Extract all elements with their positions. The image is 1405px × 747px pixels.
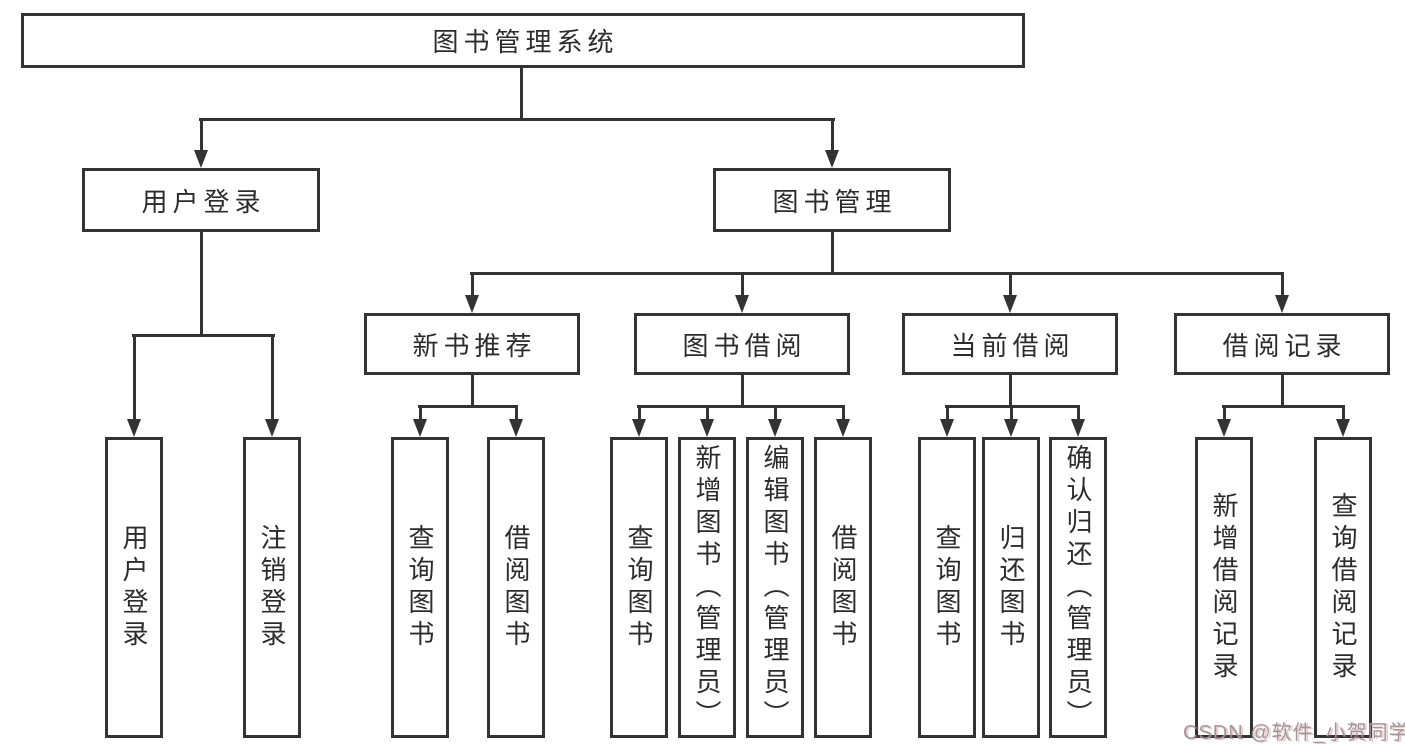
arrowhead-down-icon <box>1004 419 1018 437</box>
leaf-edit-book-admin: 编辑图书（管理员） <box>746 437 804 738</box>
connector-vertical-line <box>706 405 709 421</box>
arrowhead-down-icon <box>940 419 954 437</box>
node-current-borrow: 当前借阅 <box>902 313 1118 375</box>
node-book-borrow-label: 图书借阅 <box>682 330 807 361</box>
connector-vertical-line <box>638 405 641 421</box>
connector-vertical-line <box>831 118 834 152</box>
leaf-query-books-recommend: 查询图书 <box>391 437 449 738</box>
node-root: 图书管理系统 <box>21 13 1025 68</box>
connector-vertical-line <box>774 405 777 421</box>
arrowhead-down-icon <box>1003 295 1017 313</box>
connector-vertical-line <box>1281 272 1284 297</box>
arrowhead-down-icon <box>825 150 839 168</box>
connector-vertical-line <box>741 272 744 297</box>
leaf-query-borrow-record-label: 查询借阅记录 <box>1328 491 1358 684</box>
arrowhead-down-icon <box>509 419 523 437</box>
arrowhead-down-icon <box>1336 419 1350 437</box>
connector-vertical-line <box>1281 374 1284 408</box>
leaf-edit-book-admin-label: 编辑图书（管理员） <box>760 443 790 732</box>
arrowhead-down-icon <box>735 295 749 313</box>
node-book-management: 图书管理 <box>713 168 951 232</box>
arrowhead-down-icon <box>836 419 850 437</box>
leaf-return-book-label: 归还图书 <box>996 523 1026 652</box>
connector-vertical-line <box>946 405 949 421</box>
node-root-label: 图书管理系统 <box>432 27 619 57</box>
connector-vertical-line <box>200 230 203 337</box>
leaf-confirm-return-admin: 确认归还（管理员） <box>1049 437 1107 738</box>
leaf-user-login-label: 用户登录 <box>119 523 149 652</box>
connector-vertical-line <box>515 405 518 421</box>
connector-vertical-line <box>520 66 523 120</box>
leaf-add-book-admin: 新增图书（管理员） <box>678 437 736 738</box>
node-user-login: 用户登录 <box>82 168 320 232</box>
arrowhead-down-icon <box>127 419 141 437</box>
arrowhead-down-icon <box>413 419 427 437</box>
node-book-borrow: 图书借阅 <box>634 313 850 375</box>
connector-vertical-line <box>471 272 474 297</box>
connector-horizontal-line <box>637 405 845 408</box>
connector-vertical-line <box>842 405 845 421</box>
connector-vertical-line <box>1010 405 1013 421</box>
leaf-logout-label: 注销登录 <box>257 523 287 652</box>
leaf-borrow-books-recommend-label: 借阅图书 <box>501 523 531 652</box>
connector-vertical-line <box>1009 374 1012 408</box>
arrowhead-down-icon <box>1275 295 1289 313</box>
connector-horizontal-line <box>418 405 518 408</box>
connector-vertical-line <box>271 334 274 421</box>
node-current-borrow-label: 当前借阅 <box>950 330 1075 361</box>
leaf-borrow-books-recommend: 借阅图书 <box>487 437 545 738</box>
connector-vertical-line <box>1077 405 1080 421</box>
connector-vertical-line <box>1223 405 1226 421</box>
arrowhead-down-icon <box>194 150 208 168</box>
arrowhead-down-icon <box>632 419 646 437</box>
arrowhead-down-icon <box>1071 419 1085 437</box>
arrowhead-down-icon <box>465 295 479 313</box>
leaf-query-borrow-record: 查询借阅记录 <box>1314 437 1372 738</box>
leaf-confirm-return-admin-label: 确认归还（管理员） <box>1063 443 1093 732</box>
connector-vertical-line <box>1009 272 1012 297</box>
csdn-watermark: CSDN @软件_小贺同学 <box>1183 722 1405 744</box>
connector-vertical-line <box>471 374 474 408</box>
node-user-login-label: 用户登录 <box>141 186 266 217</box>
leaf-query-books-current-label: 查询图书 <box>932 523 962 652</box>
leaf-user-login: 用户登录 <box>105 437 163 738</box>
leaf-add-borrow-record-label: 新增借阅记录 <box>1209 491 1239 684</box>
connector-vertical-line <box>1342 405 1345 421</box>
leaf-borrow-books-label: 借阅图书 <box>828 523 858 652</box>
node-book-management-label: 图书管理 <box>772 186 897 217</box>
connector-vertical-line <box>741 374 744 408</box>
arrowhead-down-icon <box>700 419 714 437</box>
node-borrow-records: 借阅记录 <box>1174 313 1390 375</box>
connector-vertical-line <box>133 334 136 421</box>
node-new-book-recommend-label: 新书推荐 <box>412 330 537 361</box>
leaf-query-books-borrow: 查询图书 <box>610 437 668 738</box>
connector-horizontal-line <box>1222 405 1345 408</box>
connector-horizontal-line <box>199 118 835 121</box>
arrowhead-down-icon <box>265 419 279 437</box>
leaf-borrow-books: 借阅图书 <box>814 437 872 738</box>
leaf-logout: 注销登录 <box>243 437 301 738</box>
leaf-query-books-current: 查询图书 <box>918 437 976 738</box>
arrowhead-down-icon <box>1217 419 1231 437</box>
leaf-query-books-recommend-label: 查询图书 <box>405 523 435 652</box>
node-borrow-records-label: 借阅记录 <box>1222 330 1347 361</box>
connector-vertical-line <box>200 118 203 152</box>
leaf-add-borrow-record: 新增借阅记录 <box>1195 437 1253 738</box>
arrowhead-down-icon <box>768 419 782 437</box>
leaf-add-book-admin-label: 新增图书（管理员） <box>692 443 722 732</box>
connector-horizontal-line <box>470 272 1284 275</box>
connector-horizontal-line <box>132 334 275 337</box>
connector-vertical-line <box>419 405 422 421</box>
connector-vertical-line <box>831 230 834 274</box>
node-new-book-recommend: 新书推荐 <box>364 313 580 375</box>
leaf-query-books-borrow-label: 查询图书 <box>624 523 654 652</box>
leaf-return-book: 归还图书 <box>982 437 1040 738</box>
